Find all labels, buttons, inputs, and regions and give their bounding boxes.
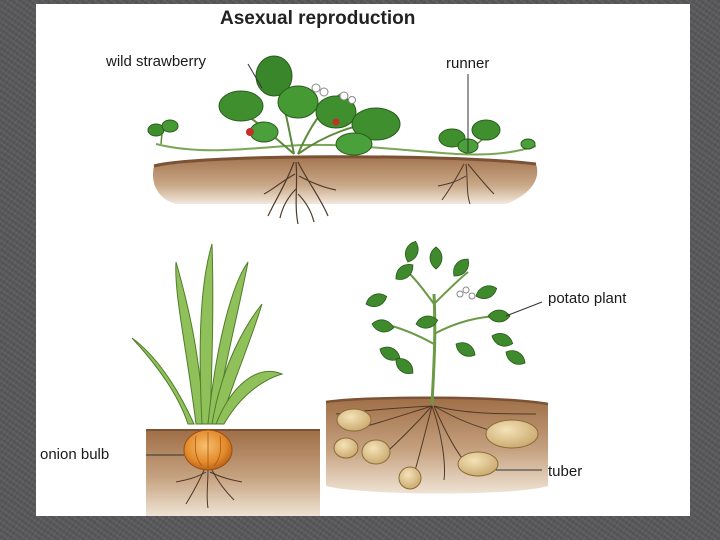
- label-wild-strawberry: wild strawberry: [106, 53, 207, 70]
- label-onion-bulb: onion bulb: [40, 446, 110, 463]
- onion-soil: [146, 430, 320, 516]
- strawberry-soil: [152, 156, 538, 204]
- label-runner: runner: [446, 55, 490, 72]
- strawberry-scene: [147, 55, 538, 225]
- small-runner-plant-left: [147, 119, 179, 145]
- strawberry-leaves: [218, 55, 401, 156]
- runner-roots: [437, 163, 495, 205]
- onion-scene: [131, 243, 320, 516]
- onion-leaves: [131, 243, 284, 425]
- potato-leaves: [363, 238, 529, 379]
- onion-roots: [175, 469, 243, 509]
- potato-tubers: [333, 408, 539, 490]
- potato-scene: [325, 238, 549, 494]
- runner-daughter-plant: [438, 119, 536, 155]
- diagram-panel: Asexual reproduction wild strawberry run…: [36, 4, 690, 516]
- label-tuber: tuber: [548, 463, 583, 480]
- strawberry-roots: [263, 161, 337, 225]
- diagram-title: Asexual reproduction: [220, 8, 416, 29]
- illustration: [131, 55, 549, 516]
- label-potato-plant: potato plant: [548, 290, 627, 307]
